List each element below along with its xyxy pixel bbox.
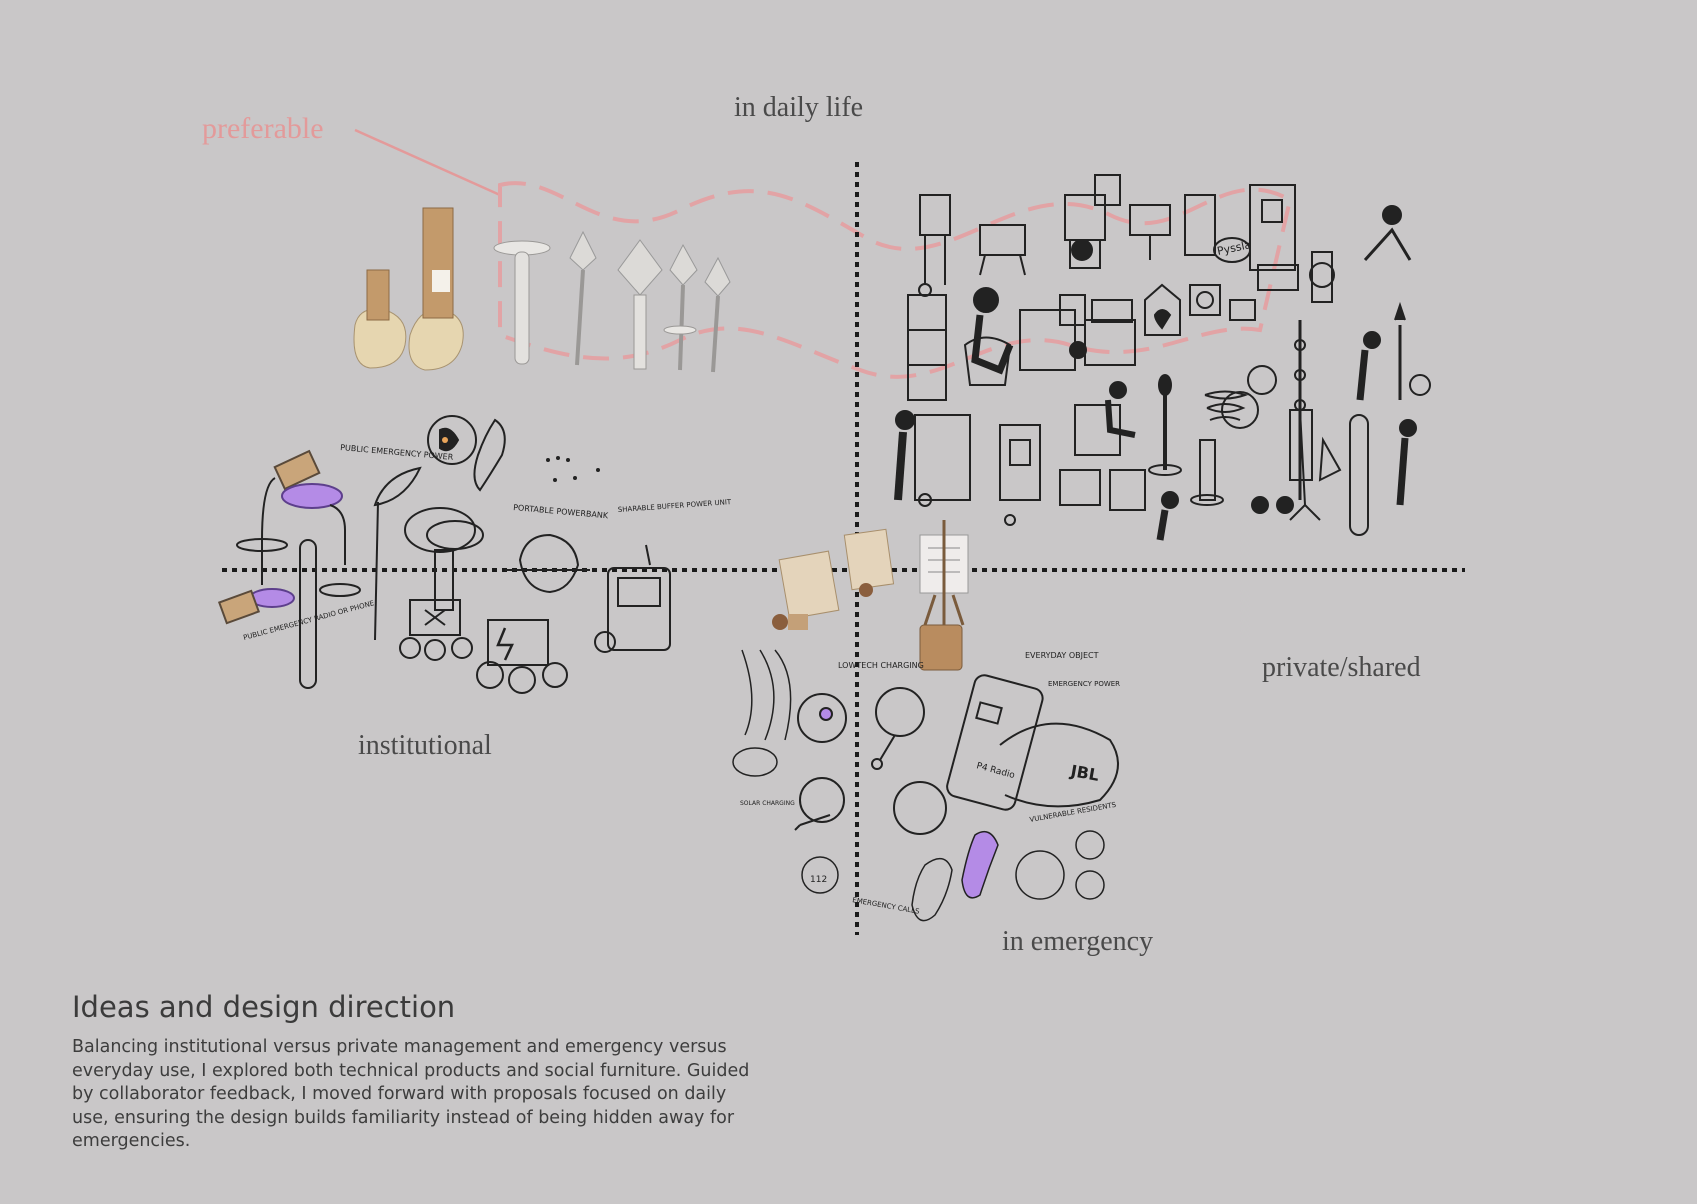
tiny-people-sketch — [546, 456, 600, 482]
axis-label-institutional: institutional — [358, 730, 492, 761]
preferable-pointer-line — [354, 128, 501, 197]
social-furniture-sketches — [894, 174, 1431, 541]
crank-charger-sketch — [794, 687, 925, 831]
axis-label-daily-life: in daily life — [734, 92, 864, 123]
caption-body: Balancing institutional versus private m… — [72, 1037, 750, 1151]
sharable-buffer-unit-sketch — [594, 544, 671, 653]
note-portable-powerbank: PORTABLE POWERBANK — [513, 503, 609, 520]
preferable-region — [498, 181, 1293, 379]
note-solar-charging: SOLAR CHARGING — [740, 800, 795, 807]
lamp-posts-model — [493, 230, 731, 373]
solar-panel-cart-model — [772, 528, 895, 630]
note-sharable-buffer-power-unit: SHARABLE BUFFER POWER UNIT — [618, 498, 733, 514]
note-jbl: JBL — [1068, 761, 1100, 785]
note-lowtech-charging: LOWTECH CHARGING — [838, 661, 924, 670]
axis-label-emergency: in emergency — [1002, 926, 1154, 957]
note-vulnerable-residents: VULNERABLE RESIDENTS — [1029, 801, 1117, 824]
radio-speaker-sketch — [893, 674, 1119, 835]
public-power-station-sketch — [217, 449, 361, 689]
leaf-lamp-sketch — [373, 466, 422, 641]
note-public-emergency-power: PUBLIC EMERGENCY POWER — [340, 443, 454, 462]
solar-lamp-sketch — [732, 649, 792, 777]
note-everyday-object: EVERYDAY OBJECT — [1025, 651, 1099, 660]
cork-stools-model — [353, 207, 464, 371]
note-emergency-power: EMERGENCY POWER — [1048, 680, 1120, 688]
mushroom-lamp-sketch — [404, 507, 484, 611]
caption-block: Ideas and design direction Balancing ins… — [72, 990, 752, 1154]
caption-title: Ideas and design direction — [72, 990, 456, 1024]
delivery-robot-sketch — [399, 599, 568, 694]
portable-powerbank-sketch — [505, 533, 590, 594]
preferable-label: preferable — [202, 112, 324, 145]
notice-board-easel-model — [919, 520, 969, 671]
note-call-112: 112 — [810, 875, 827, 885]
note-p4-radio: P4 Radio — [975, 761, 1016, 781]
note-emergency-calls: EMERGENCY CALLS — [852, 896, 921, 916]
sweden-regions-sketch — [801, 830, 1105, 922]
sweden-map-sketch — [427, 415, 506, 492]
axis-label-private-shared: private/shared — [1262, 652, 1421, 683]
